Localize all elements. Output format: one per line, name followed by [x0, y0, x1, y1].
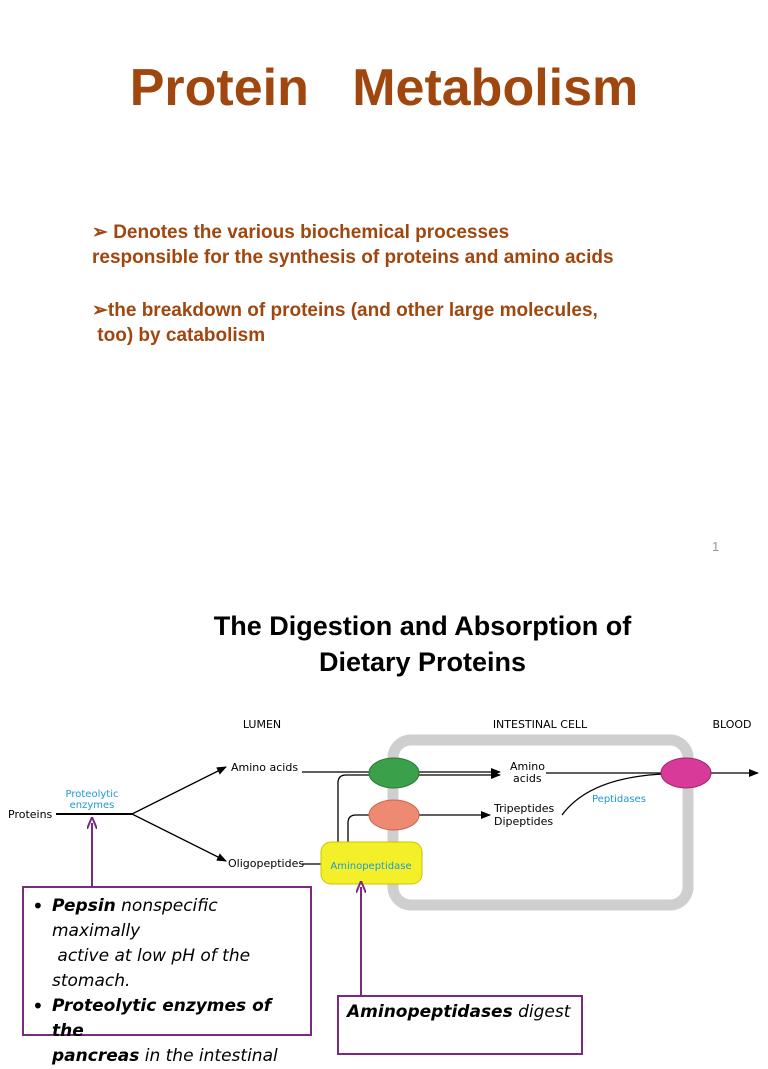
blood-label: BLOOD	[712, 718, 751, 731]
amino-acids-lumen-label: Amino acids	[231, 761, 298, 774]
intestinal-cell-label: INTESTINAL CELL	[493, 718, 588, 731]
peptidase-curve	[561, 773, 666, 816]
title-line1: The Digestion and Absorption of	[213, 611, 632, 641]
callout-item-pepsin: Pepsin nonspecific maximally active at l…	[32, 894, 300, 994]
slide-title: The Digestion and Absorption of Dietary …	[100, 608, 745, 680]
aminopeptidase-label: Aminopeptidase	[330, 861, 411, 872]
arrow-to-amino-acids	[131, 766, 227, 815]
amino-acid-transporter-icon	[368, 757, 420, 789]
aminopeptidases-term: Aminopeptidases	[347, 1002, 513, 1022]
tripeptides-label: Tripeptides	[493, 802, 555, 815]
peptide-transporter-icon	[368, 799, 420, 831]
amino-acids-cell-label-2: acids	[513, 772, 542, 785]
pepsin-desc-2: active at low pH of the	[52, 946, 251, 966]
pepsin-term: Pepsin	[52, 896, 116, 916]
slide-title: Protein Metabolism	[129, 59, 639, 117]
basolateral-transporter-icon	[660, 757, 712, 789]
pepsin-desc-3: stomach.	[52, 971, 131, 991]
page-number: 1	[712, 539, 720, 554]
callout-item-pancreas: Proteolytic enzymes of the pancreas in th…	[32, 994, 300, 1069]
bullet-text-line2: too) by catabolism	[92, 325, 266, 346]
arrow-bullet-icon: ➢	[92, 300, 108, 321]
bullet-synthesis: ➢ Denotes the various biochemical proces…	[92, 220, 732, 270]
aminopeptidase-box	[320, 841, 423, 885]
slide-1: Protein Metabolism ➢ Denotes the various…	[92, 59, 732, 554]
proteolytic-enzymes-label-1: Proteolytic	[66, 789, 119, 800]
peptidases-label: Peptidases	[592, 794, 646, 805]
digestion-diagram: LUMEN INTESTINAL CELL BLOOD Proteins Pro…	[8, 718, 759, 995]
arrow-bullet-icon: ➢	[92, 222, 108, 243]
aminopeptidase-callout-box: Aminopeptidases digest	[337, 995, 583, 1055]
arrow-to-oligopeptides	[131, 813, 227, 862]
pancreas-desc: in the intestinal	[139, 1046, 278, 1066]
amino-acids-cell-label-1: Amino	[510, 760, 545, 773]
arrow-to-tripeptides	[347, 811, 491, 850]
arrow-aminopeptidase-to-amino-acids	[337, 771, 501, 850]
title-line2: Dietary Proteins	[318, 647, 527, 677]
proteolytic-enzymes-label-2: enzymes	[70, 800, 115, 811]
bullet-text-line1: the breakdown of proteins (and other lar…	[107, 300, 598, 321]
pepsin-callout-box: Pepsin nonspecific maximally active at l…	[22, 886, 312, 1066]
lumen-label: LUMEN	[243, 718, 281, 731]
bullet-breakdown: ➢the breakdown of proteins (and other la…	[92, 298, 732, 348]
pancreas-term-2: pancreas	[52, 1046, 140, 1066]
aminopeptidases-desc: digest	[512, 1002, 571, 1022]
pancreas-term-1: Proteolytic enzymes of the	[52, 996, 272, 1041]
oligopeptides-label: Oligopeptides	[228, 857, 304, 870]
bullet-text-line2: responsible for the synthesis of protein…	[92, 247, 614, 268]
dipeptides-label: Dipeptides	[494, 815, 553, 828]
bullet-text-line1: Denotes the various biochemical processe…	[107, 222, 510, 243]
pepsin-desc-1: nonspecific maximally	[52, 896, 218, 941]
slide-2: The Digestion and Absorption of Dietary …	[0, 575, 768, 1066]
proteins-label: Proteins	[8, 808, 53, 821]
